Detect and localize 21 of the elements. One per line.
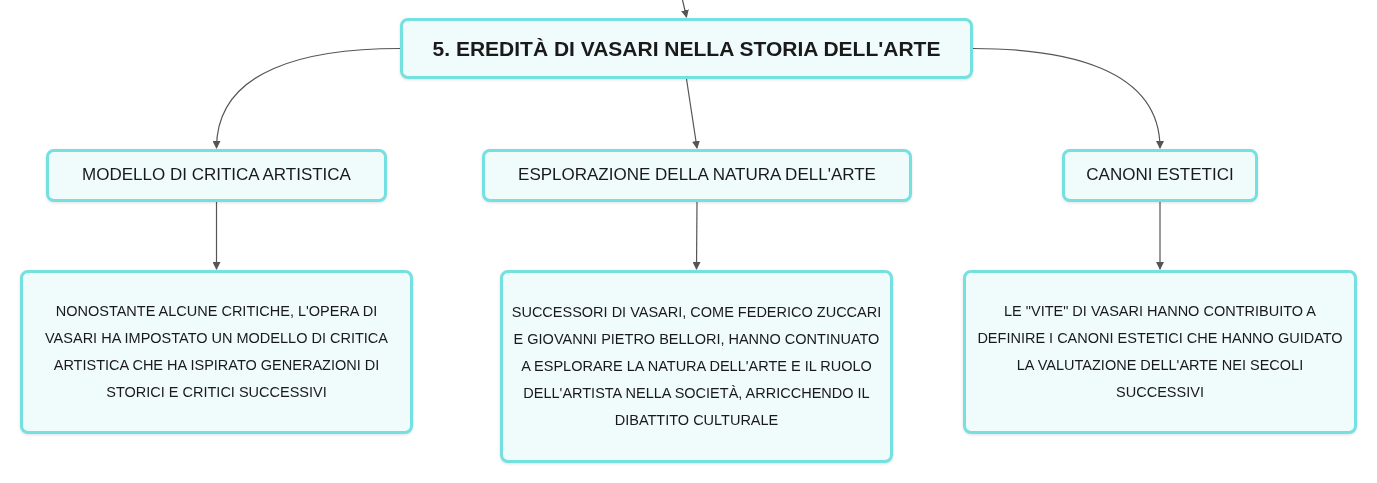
text-box — [20, 270, 413, 434]
topic-box — [482, 149, 912, 202]
connector-arrow — [685, 78, 700, 149]
connector-arrow — [212, 201, 221, 270]
connector-arrow — [213, 47, 401, 149]
description-text: NONOSTANTE ALCUNE CRITICHE, L'OPERA DI VASARI HA IMPOSTATO UN MODELLO DI CRITICA ARTISTICA CHE HA ISPIRATO GENERAZIONI DI STORICI E CRITICI SUCCESSIVI — [44, 302, 389, 402]
connector-arrow — [972, 47, 1164, 149]
heading-text: MODELLO DI CRITICA ARTISTICA — [82, 165, 351, 186]
topic-box — [46, 149, 387, 202]
connector-arrow — [692, 201, 701, 270]
connector-arrow — [1156, 201, 1164, 270]
connector-arrow — [681, 0, 689, 18]
heading-text: ESPLORAZIONE DELLA NATURA DELL'ARTE — [518, 165, 876, 186]
title-box — [400, 18, 973, 79]
topic-box — [1062, 149, 1258, 202]
heading-text: 5. EREDITÀ DI VASARI NELLA STORIA DELL'ARTE — [432, 35, 941, 62]
heading-text: CANONI ESTETICI — [1086, 165, 1234, 186]
description-text: LE "VITE" DI VASARI HANNO CONTRIBUITO A DEFINIRE I CANONI ESTETICI CHE HANNO GUIDATO LA VALUTAZIONE DELL'ARTE NEI SECOLI SUCCESSIVI — [976, 302, 1344, 402]
text-box — [963, 270, 1357, 434]
description-text: SUCCESSORI DI VASARI, COME FEDERICO ZUCCARI E GIOVANNI PIETRO BELLORI, HANNO CONTINUATO A ESPLORARE LA NATURA DELL'ARTE E IL RUOLO DELL'ARTISTA NELLA SOCIETÀ, ARRICCHENDO IL DIBATTITO CULTURALE — [510, 303, 883, 430]
text-box — [500, 270, 893, 463]
